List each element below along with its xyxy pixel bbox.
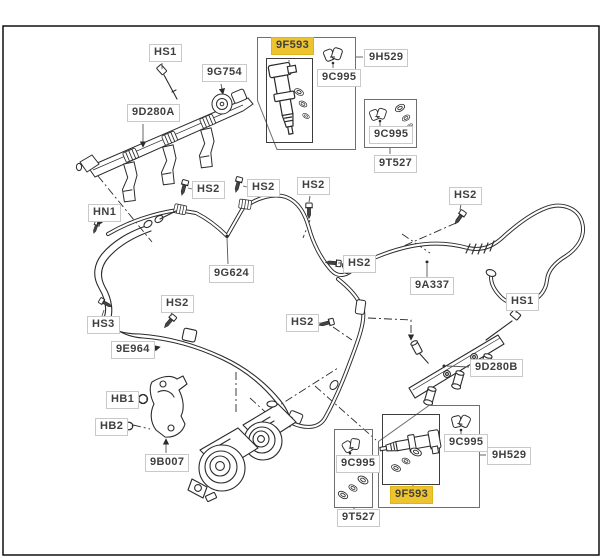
fuel-rail-9d280a-art — [75, 64, 254, 206]
leader-lines — [96, 56, 518, 510]
injector-kit-top-art — [267, 46, 344, 137]
part-label-9t527-bottomleft[interactable]: 9T527 — [337, 509, 381, 527]
screw-hs2-f-art — [161, 312, 178, 331]
part-label-9c995-topright[interactable]: 9C995 — [369, 126, 414, 144]
part-label-hs1-top[interactable]: HS1 — [149, 44, 182, 62]
kit-box-top — [257, 37, 356, 150]
part-label-9c995-bottomright[interactable]: 9C995 — [444, 434, 489, 452]
part-label-9d280a[interactable]: 9D280A — [127, 104, 180, 122]
part-label-hs3[interactable]: HS3 — [87, 316, 120, 334]
part-label-hs2-a[interactable]: HS2 — [192, 181, 225, 199]
part-label-hs2-e[interactable]: HS2 — [343, 255, 376, 273]
part-label-9a337[interactable]: 9A337 — [410, 277, 455, 295]
part-label-hs2-g[interactable]: HS2 — [286, 314, 319, 332]
part-label-9h529-bottomright[interactable]: 9H529 — [487, 447, 532, 465]
image-frame — [2, 25, 600, 556]
part-label-hb1[interactable]: HB1 — [106, 391, 140, 409]
part-label-9d280b[interactable]: 9D280B — [470, 359, 523, 377]
stud-hs1-top-art — [156, 64, 178, 100]
part-label-hn1[interactable]: HN1 — [88, 204, 122, 222]
part-label-hs2-c[interactable]: HS2 — [297, 177, 330, 195]
kit-box-bottomright — [378, 405, 480, 508]
part-label-9e964[interactable]: 9E964 — [111, 341, 155, 359]
part-label-9f593-bottom[interactable]: 9F593 — [390, 486, 434, 504]
part-label-9c995-top[interactable]: 9C995 — [317, 69, 362, 87]
fuel-rail-9d280b-art — [408, 309, 522, 407]
sensor-9g754-art — [211, 88, 248, 115]
part-label-hs2-b[interactable]: HS2 — [247, 179, 280, 197]
part-label-hs2-f[interactable]: HS2 — [161, 295, 194, 313]
fuel-pipe-9g624-art — [106, 193, 367, 429]
part-label-hs1-right[interactable]: HS1 — [506, 293, 539, 311]
screw-hs2-a-art — [177, 178, 190, 197]
screw-hs2-b-art — [231, 175, 244, 194]
part-label-9g624[interactable]: 9G624 — [209, 265, 255, 283]
fuel-pump-art — [187, 400, 297, 503]
part-label-9b007[interactable]: 9B007 — [145, 454, 190, 472]
part-label-9t527-topright[interactable]: 9T527 — [374, 155, 418, 173]
part-label-hb2[interactable]: HB2 — [95, 418, 129, 436]
part-label-9f593-top[interactable]: 9F593 — [271, 37, 315, 55]
part-label-9g754[interactable]: 9G754 — [202, 64, 248, 82]
part-label-9h529-top[interactable]: 9H529 — [364, 49, 409, 67]
bracket-9b007-art — [124, 375, 188, 438]
kit-box-topright — [364, 99, 417, 148]
kit-box-top-inner — [266, 58, 313, 143]
fasteners — [90, 175, 468, 331]
part-label-hs2-d[interactable]: HS2 — [449, 187, 482, 205]
fuel-hose-9a337-art — [341, 203, 585, 307]
part-label-9c995-bottomleft[interactable]: 9C995 — [336, 455, 381, 473]
stud-hs1-right-art — [485, 309, 522, 341]
